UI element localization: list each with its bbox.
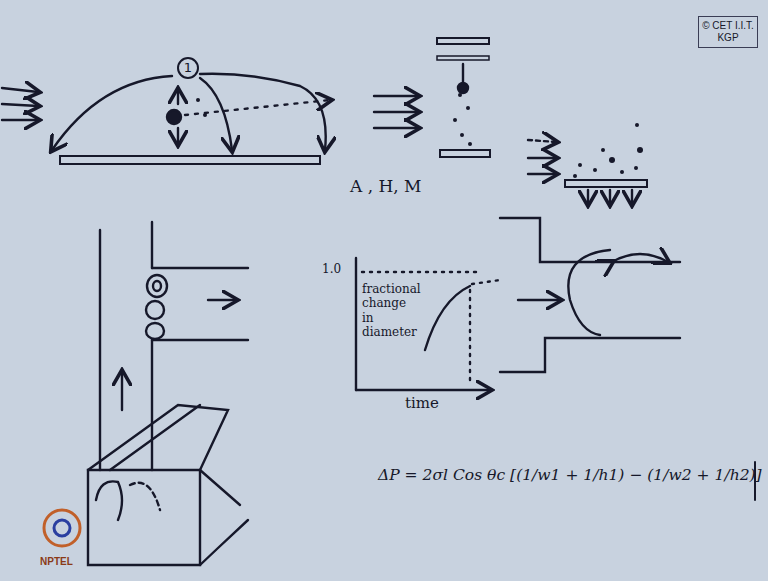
axis-title: time	[405, 394, 439, 412]
logo-box: © CET I.I.T. KGP	[698, 16, 758, 48]
equation: ΔP = 2σl Cos θc [(1/w1 + 1/h1) − (1/w2 +…	[378, 466, 762, 484]
axis-value: 1.0	[322, 262, 341, 276]
node-text: © CET I.I.T. KGP	[702, 20, 754, 43]
axis-title: fractional change in diameter	[362, 282, 420, 340]
node-text: 1	[180, 61, 196, 76]
callout-circle: 1	[177, 57, 199, 79]
material-note: A , H, M	[350, 176, 422, 196]
logo-text: NPTEL	[40, 556, 73, 567]
